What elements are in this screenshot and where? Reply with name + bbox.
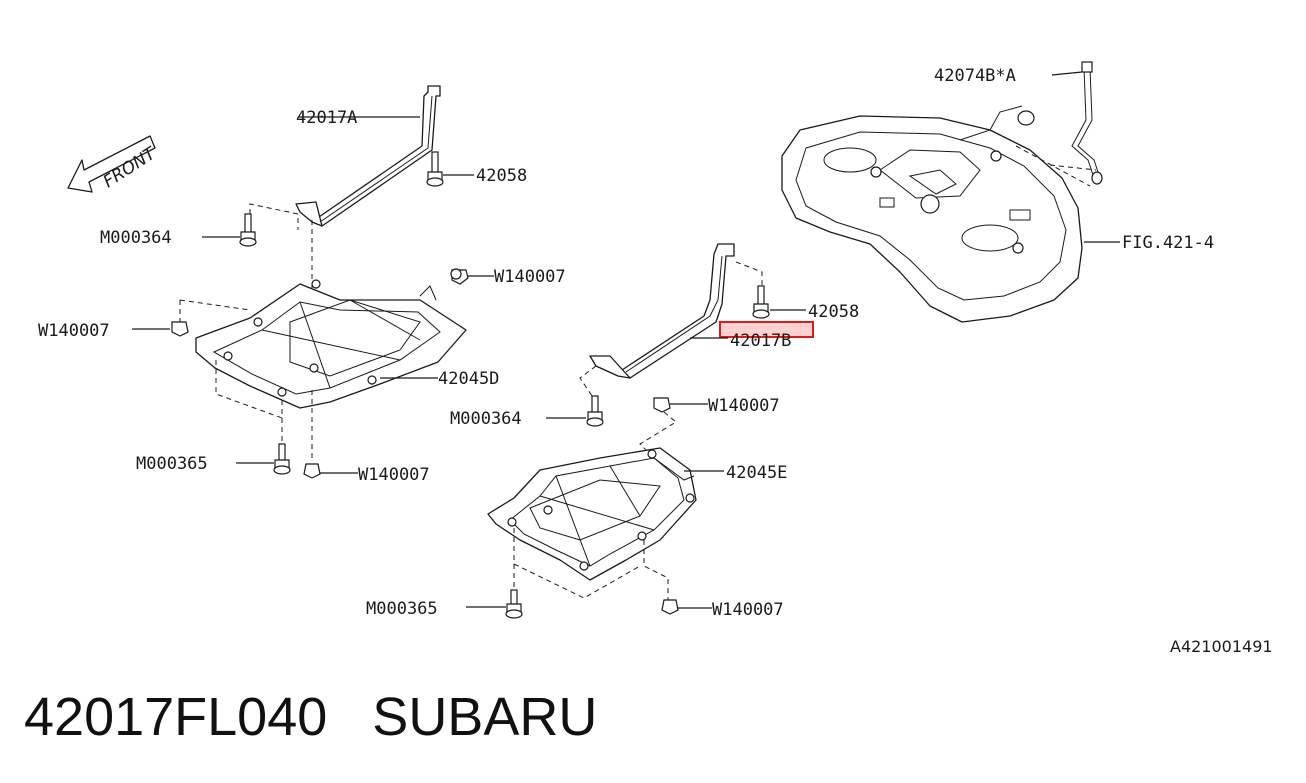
label-bolt-b: 42058 — [808, 302, 859, 322]
clip-w140007-bottom-right[interactable] — [661, 599, 679, 615]
strap-42017b[interactable] — [589, 243, 735, 379]
label-clip-mid: W140007 — [708, 396, 780, 416]
label-clip-left: W140007 — [38, 321, 110, 341]
label-clip-bottom-right: W140007 — [712, 600, 784, 620]
label-bolt-m000364-right: M000364 — [450, 409, 522, 429]
label-bolt-m000365-right: M000365 — [366, 599, 438, 619]
strap-42017a[interactable] — [295, 85, 441, 227]
bolt-42058-right[interactable] — [752, 285, 770, 319]
clip-w140007-mid[interactable] — [653, 397, 671, 413]
label-cover-e: 42045E — [726, 463, 787, 483]
caption-brand: SUBARU — [372, 687, 598, 747]
label-bolt-a: 42058 — [476, 166, 527, 186]
cover-42045d[interactable] — [195, 279, 467, 409]
reference-code: A421001491 — [1170, 637, 1273, 656]
bolt-m000365-right[interactable] — [505, 589, 523, 619]
label-bolt-m000364-left: M000364 — [100, 228, 172, 248]
fuel-tank[interactable] — [781, 105, 1083, 323]
label-bolt-m000365-left: M000365 — [136, 454, 208, 474]
clip-w140007-left[interactable] — [171, 321, 189, 337]
label-clip-top: W140007 — [494, 267, 566, 287]
label-fig-ref: FIG.421-4 — [1122, 233, 1214, 253]
hose-42074b-a[interactable] — [1071, 61, 1103, 185]
label-cover-d: 42045D — [438, 369, 499, 389]
caption-part-number: 42017FL040 — [24, 687, 328, 747]
bolt-42058-top[interactable] — [426, 151, 444, 187]
bolt-m000364-right[interactable] — [586, 395, 604, 427]
caption: 42017FL040 SUBARU — [24, 684, 597, 750]
clip-w140007-bottom-left[interactable] — [303, 463, 321, 479]
highlight-box — [719, 321, 814, 338]
clip-w140007-top[interactable] — [450, 268, 469, 285]
cover-42045e[interactable] — [487, 447, 697, 581]
label-hose: 42074B*A — [934, 66, 1016, 86]
front-arrow-icon: FRONT — [67, 135, 161, 193]
bolt-m000365-left[interactable] — [273, 443, 291, 475]
label-strap-a: 42017A — [296, 108, 357, 128]
label-clip-bottom-left: W140007 — [358, 465, 430, 485]
bolt-m000364-left[interactable] — [239, 213, 257, 247]
label-strap-b: 42017B — [730, 331, 791, 351]
